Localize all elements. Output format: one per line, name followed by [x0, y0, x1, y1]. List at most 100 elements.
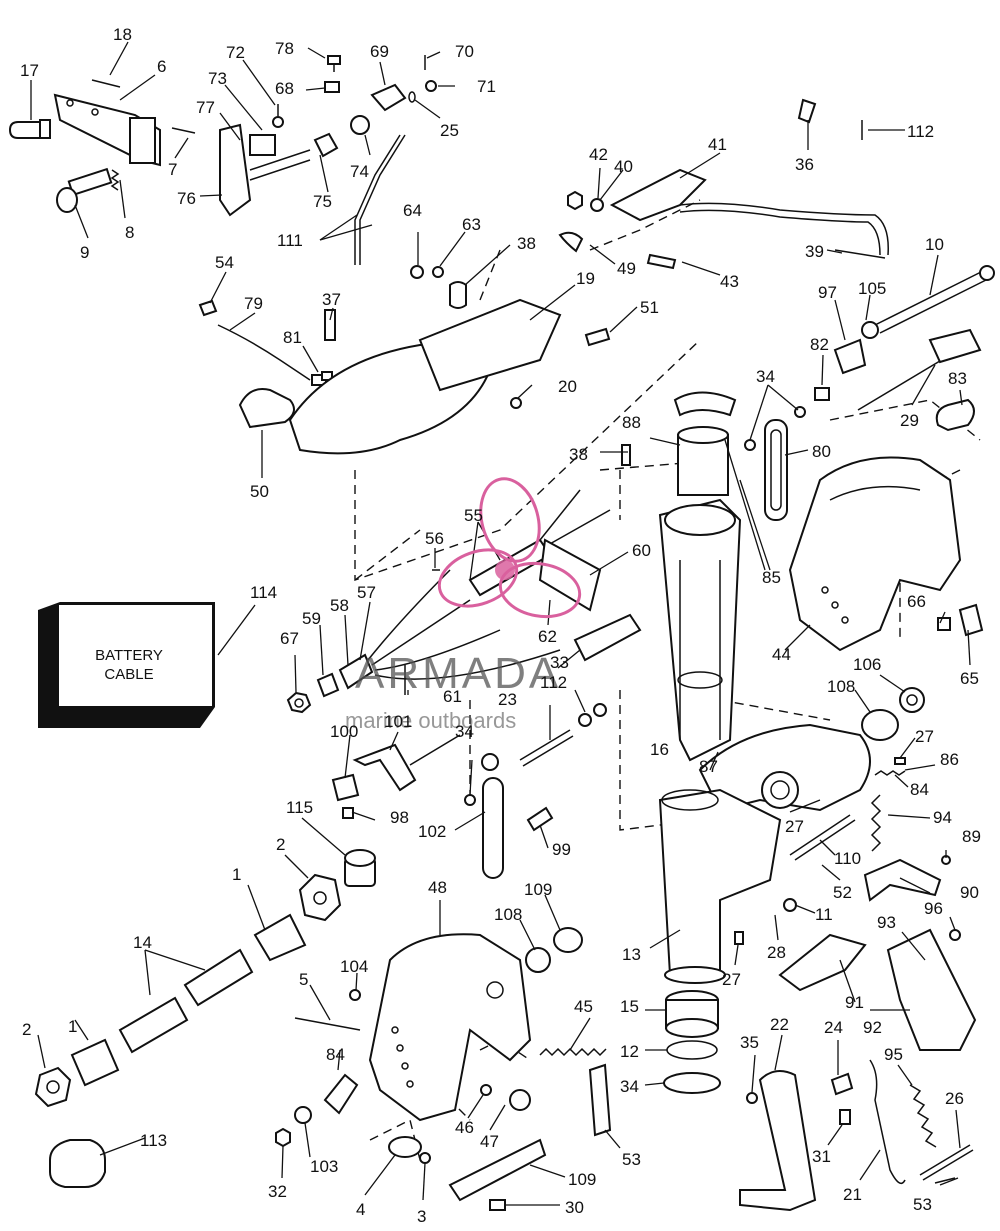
callout-110: 109 [568, 1170, 596, 1189]
callout-99: 98 [390, 808, 409, 827]
callout-69: 68 [275, 79, 294, 98]
callout-36: 35 [740, 1033, 759, 1052]
callout-76: 75 [313, 192, 332, 211]
callout-63: 62 [538, 627, 557, 646]
callout-23: 23 [498, 690, 517, 709]
callout-95: 94 [933, 808, 952, 827]
callout-32: 32 [268, 1182, 287, 1201]
callout-34: 34 [455, 722, 474, 741]
callout-46: 45 [574, 997, 593, 1016]
callout-labels: 1 1 2 2 3 4 5 6 7 8 9 10 11 12 13 14 15 … [20, 25, 981, 1226]
battery-cable-box [38, 602, 215, 728]
callout-108: 106 [853, 655, 881, 674]
callout-65: 64 [403, 201, 422, 220]
callout-13: 13 [622, 945, 641, 964]
callout-80: 79 [244, 294, 263, 313]
callout-44: 43 [720, 272, 739, 291]
callout-115: 114 [250, 583, 277, 602]
callout-103: 102 [418, 822, 446, 841]
callout-28: 28 [767, 943, 786, 962]
callout-47: 46 [455, 1118, 474, 1137]
callout-59: 58 [330, 596, 349, 615]
callout-27: 27 [785, 817, 804, 836]
callout-17: 17 [20, 61, 39, 80]
callout-78: 77 [196, 98, 215, 117]
callout-67: 66 [907, 592, 926, 611]
callout-75: 74 [350, 162, 369, 181]
callout-91: 90 [960, 883, 979, 902]
callout-66: 65 [960, 669, 979, 688]
callout-102: 101 [384, 712, 412, 731]
leader-lines [30, 41, 971, 1206]
callout-27: 27 [722, 970, 741, 989]
callout-2: 2 [22, 1020, 31, 1039]
callout-26: 26 [945, 1089, 964, 1108]
callout-113: 112 [907, 122, 934, 141]
callout-62: 61 [443, 687, 462, 706]
callout-53: 52 [833, 883, 852, 902]
watermark-tagline: marine outboards [345, 708, 516, 733]
callout-73: 72 [226, 43, 245, 62]
callout-84: 84 [326, 1045, 345, 1064]
callout-51: 50 [250, 482, 269, 501]
callout-11: 11 [815, 905, 833, 924]
callout-94: 93 [877, 913, 896, 932]
callout-50: 49 [617, 259, 636, 278]
callout-30: 30 [565, 1198, 584, 1217]
callout-112: 111 [277, 231, 303, 250]
callout-7: 7 [168, 160, 177, 179]
callout-37: 36 [795, 155, 814, 174]
callout-1: 1 [68, 1017, 77, 1036]
callout-86: 85 [762, 568, 781, 587]
callout-100: 99 [552, 840, 571, 859]
callout-70: 69 [370, 42, 389, 61]
part-drawings [8, 55, 995, 1212]
callout-4: 4 [356, 1200, 365, 1219]
callout-41: 40 [614, 157, 633, 176]
callout-52: 51 [640, 298, 659, 317]
callout-97: 96 [924, 899, 943, 918]
callout-82: 81 [283, 328, 302, 347]
callout-88: 87 [699, 757, 718, 776]
callout-79: 78 [275, 39, 294, 58]
callout-29: 29 [900, 411, 919, 430]
callout-58: 57 [357, 583, 376, 602]
callout-20: 20 [558, 377, 577, 396]
callout-109: 109 [524, 880, 552, 899]
callout-60: 59 [302, 609, 321, 628]
callout-42: 41 [708, 135, 727, 154]
callout-56: 55 [464, 506, 483, 525]
callout-54: 53 [622, 1150, 641, 1169]
callout-112: 112 [540, 673, 567, 692]
callout-27: 27 [915, 727, 934, 746]
callout-57: 56 [425, 529, 444, 548]
callout-92: 91 [845, 993, 864, 1012]
watermark-brand: ARMADA [355, 649, 561, 698]
callout-84: 83 [948, 369, 967, 388]
callout-34: 34 [756, 367, 775, 386]
callout-14: 14 [133, 933, 152, 952]
battery-box-line1: BATTERY [95, 647, 163, 664]
callout-21: 21 [843, 1185, 862, 1204]
callout-101: 100 [330, 722, 358, 741]
callout-72: 71 [477, 77, 496, 96]
callout-106: 105 [858, 279, 886, 298]
callout-104: 103 [310, 1157, 338, 1176]
callout-9: 9 [80, 243, 89, 262]
propeller-logo [437, 477, 582, 619]
callout-114: 113 [140, 1131, 167, 1150]
callout-109: 108 [827, 677, 855, 696]
callout-90: 89 [962, 827, 981, 846]
callout-31: 31 [812, 1147, 831, 1166]
callout-105: 104 [340, 957, 368, 976]
callout-24: 24 [824, 1018, 843, 1037]
callout-22: 22 [770, 1015, 789, 1034]
callout-33: 33 [550, 653, 569, 672]
callout-98: 97 [818, 283, 837, 302]
callout-53: 53 [913, 1195, 932, 1214]
callout-16: 16 [650, 740, 669, 759]
callout-15: 15 [620, 997, 639, 1016]
callout-55: 54 [215, 253, 234, 272]
callout-61: 60 [632, 541, 651, 560]
